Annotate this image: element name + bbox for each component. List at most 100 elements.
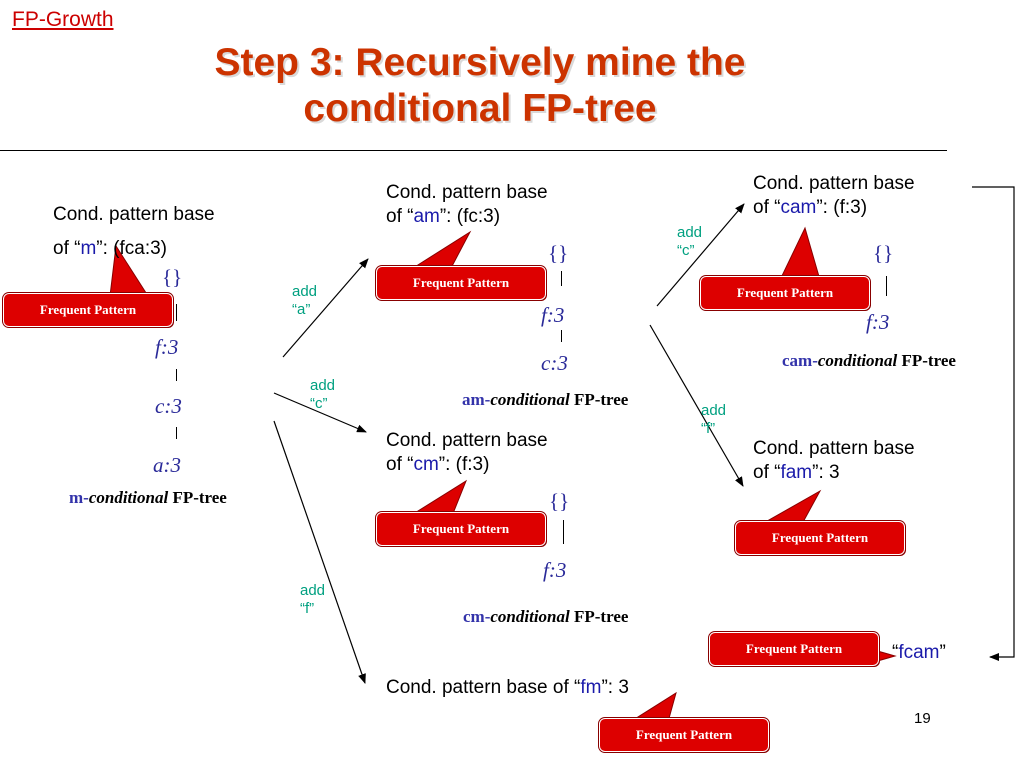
frequent-pattern-callout-cm: Frequent Pattern: [376, 512, 546, 546]
callout-tail-cam: [779, 226, 821, 281]
edge-label-add-c-from-m: add “c”: [310, 377, 335, 413]
pattern-base-am-line1: Cond. pattern base: [386, 182, 548, 203]
pattern-base-m: Cond. pattern base of “m”: (fca:3): [53, 198, 215, 266]
pattern-base-am-item: am: [413, 206, 440, 227]
tree-cm-edge-1: [563, 520, 564, 544]
tree-cam-label: cam-conditional FP-tree: [782, 351, 956, 371]
pattern-base-cm-prefix: of “: [386, 454, 414, 475]
arrow-m-to-am: [282, 258, 369, 358]
arrow-m-to-cm: [273, 392, 367, 433]
edge-label-add-f-from-am-line1: add: [701, 402, 727, 419]
pattern-base-m-prefix: of “: [53, 238, 81, 259]
pattern-base-fm-item: fm: [580, 677, 602, 698]
frequent-pattern-callout-m: Frequent Pattern: [3, 293, 173, 327]
tree-m-label: m-conditional FP-tree: [69, 488, 227, 508]
pattern-base-cm: Cond. pattern base of “cm”: (f:3): [386, 429, 548, 477]
frequent-pattern-callout-fcam: Frequent Pattern: [709, 632, 879, 666]
pattern-fcam-item: fcam: [898, 642, 940, 663]
pattern-base-m-item: m: [80, 238, 97, 259]
tree-m-edge-1: [176, 304, 177, 321]
title-line-2: conditional FP-tree: [303, 87, 657, 130]
pattern-base-cam: Cond. pattern base of “cam”: (f:3): [753, 172, 915, 220]
tree-am-label-prefix: am-: [462, 390, 491, 409]
edge-label-add-c-from-am: add “c”: [677, 224, 702, 260]
tree-cam-label-italic: conditional: [817, 351, 898, 370]
edge-label-add-f-from-m-line1: add: [300, 582, 326, 599]
frequent-pattern-callout-fam: Frequent Pattern: [735, 521, 905, 555]
pattern-base-fam-prefix: of “: [753, 462, 781, 483]
edge-label-add-a-line2: “a”: [292, 301, 311, 318]
arrow-m-to-fm: [273, 420, 366, 684]
edge-label-add-a-line1: add: [292, 283, 318, 300]
edge-label-add-f-from-am-line2: “f”: [701, 420, 716, 437]
tree-am-node-c: c:3: [541, 351, 568, 375]
pattern-base-m-suffix: ”: (fca:3): [96, 238, 168, 259]
edge-label-add-a: add “a”: [292, 283, 317, 319]
tree-cm-label: cm-conditional FP-tree: [463, 607, 628, 627]
arrow-am-to-fam: [649, 324, 744, 487]
frequent-pattern-callout-cam: Frequent Pattern: [700, 276, 870, 310]
pattern-base-cam-line2: of “cam”: (f:3): [753, 196, 915, 220]
arrow-am-to-cam: [656, 203, 745, 307]
pattern-base-m-line2: of “m”: (fca:3): [53, 232, 215, 266]
pattern-base-cm-suffix: ”: (f:3): [438, 454, 490, 475]
pattern-base-cm-item: cm: [413, 454, 439, 475]
title-line-1: Step 3: Recursively mine the: [214, 41, 746, 84]
page-number: 19: [914, 710, 931, 727]
pattern-fcam-close-quote: ”: [939, 642, 946, 663]
tree-m-root: {}: [162, 265, 183, 289]
tree-am-label-suffix: FP-tree: [569, 390, 629, 409]
pattern-base-am-prefix: of “: [386, 206, 414, 227]
pattern-base-am-suffix: ”: (fc:3): [439, 206, 501, 227]
tree-m-label-suffix: FP-tree: [168, 488, 227, 507]
tree-m-label-italic: conditional: [88, 488, 169, 507]
tree-m-node-c: c:3: [155, 394, 182, 418]
pattern-base-fam: Cond. pattern base of “fam”: 3: [753, 437, 915, 485]
tree-am-root: {}: [548, 241, 569, 265]
edge-label-add-c-from-m-line1: add: [310, 377, 336, 394]
pattern-base-cam-prefix: of “: [753, 197, 781, 218]
tree-am-edge-1: [561, 271, 562, 286]
pattern-base-fam-line1: Cond. pattern base: [753, 438, 915, 459]
tree-m-node-a: a:3: [153, 453, 181, 477]
pattern-base-fm-prefix: Cond. pattern base of “: [386, 677, 581, 698]
callout-tail-am: [408, 230, 472, 271]
tree-cam-label-suffix: FP-tree: [897, 351, 956, 370]
pattern-base-cam-suffix: ”: (f:3): [816, 197, 868, 218]
tree-am-label: am-conditional FP-tree: [462, 390, 628, 410]
tree-cam-root: {}: [873, 241, 894, 265]
edge-label-add-f-from-am: add “f”: [701, 402, 726, 438]
tree-am-label-italic: conditional: [490, 390, 570, 409]
title-divider: [0, 150, 947, 151]
tree-cam-label-prefix: cam-: [782, 351, 818, 370]
pattern-base-cm-line1: Cond. pattern base: [386, 430, 548, 451]
tree-cam-node-f: f:3: [866, 310, 890, 334]
pattern-base-m-line1: Cond. pattern base: [53, 204, 215, 225]
tree-m-edge-2: [176, 369, 177, 381]
section-link[interactable]: FP-Growth: [12, 8, 114, 31]
edge-label-add-f-from-m: add “f”: [300, 582, 325, 618]
edge-label-add-c-from-am-line2: “c”: [677, 242, 695, 259]
pattern-fcam-open-quote: “: [892, 642, 899, 663]
pattern-base-fam-line2: of “fam”: 3: [753, 461, 915, 485]
tree-cm-label-italic: conditional: [490, 607, 570, 626]
pattern-base-am-line2: of “am”: (fc:3): [386, 205, 548, 229]
edge-label-add-f-from-m-line2: “f”: [300, 600, 315, 617]
edge-label-add-c-from-am-line1: add: [677, 224, 703, 241]
edge-label-add-c-from-m-line2: “c”: [310, 395, 328, 412]
tree-cm-node-f: f:3: [543, 558, 567, 582]
callout-tail-cm: [408, 479, 468, 517]
pattern-base-fam-item: fam: [780, 462, 813, 483]
tree-m-label-prefix: m-: [69, 488, 89, 507]
frequent-pattern-callout-fm: Frequent Pattern: [599, 718, 769, 752]
frequent-pattern-callout-am: Frequent Pattern: [376, 266, 546, 300]
pattern-base-fm: Cond. pattern base of “fm”: 3: [386, 676, 629, 700]
tree-am-node-f: f:3: [541, 303, 565, 327]
pattern-base-fam-suffix: ”: 3: [812, 462, 840, 483]
pattern-base-cam-line1: Cond. pattern base: [753, 173, 915, 194]
tree-am-edge-2: [561, 330, 562, 342]
pattern-base-cam-item: cam: [780, 197, 817, 218]
callout-tail-fam: [760, 489, 822, 525]
